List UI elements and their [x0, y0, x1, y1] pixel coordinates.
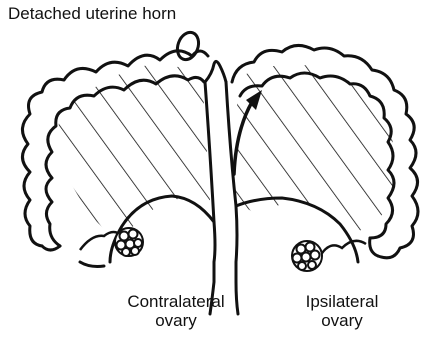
ipsilateral-ovary-label-line1: Ipsilateral	[262, 292, 422, 311]
ipsilateral-ovary-label: Ipsilateral ovary	[262, 292, 422, 330]
contralateral-ovary-label: Contralateral ovary	[96, 292, 256, 330]
detached-horn-label: Detached uterine horn	[8, 4, 176, 23]
contralateral-ovary-label-line1: Contralateral	[96, 292, 256, 311]
ipsilateral-ovary-label-line2: ovary	[262, 311, 422, 330]
contralateral-ovary-label-line2: ovary	[96, 311, 256, 330]
